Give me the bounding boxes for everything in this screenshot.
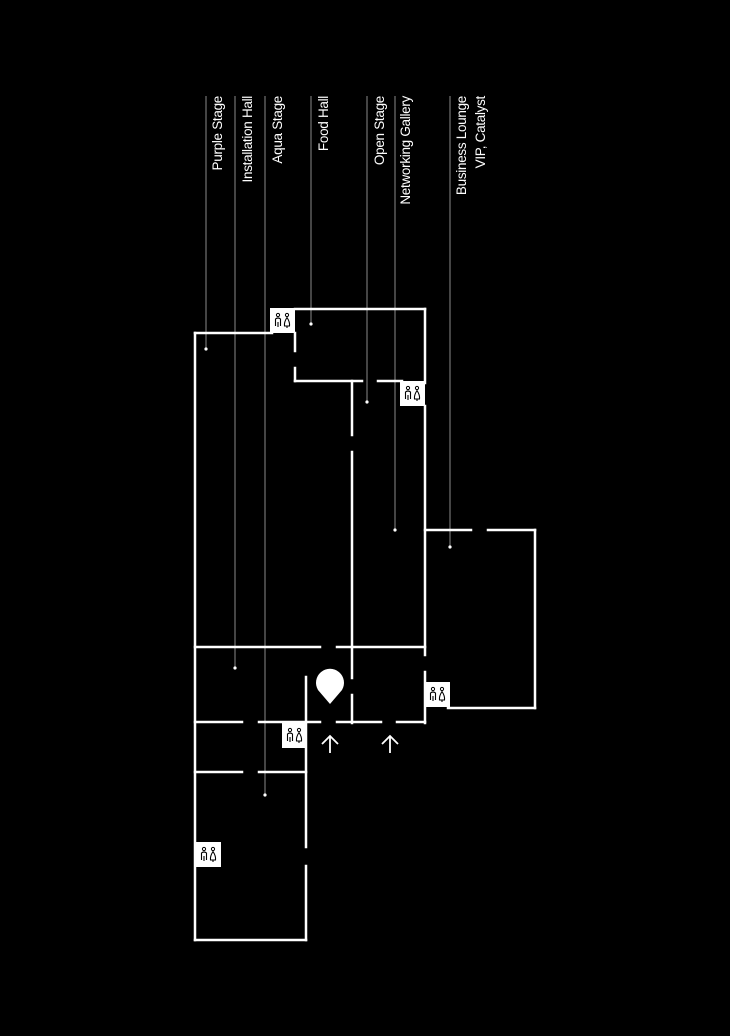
walls [193, 307, 537, 942]
restroom-icon[interactable] [282, 723, 307, 748]
leader-dot-purple-stage [204, 347, 208, 351]
map-icons [196, 308, 450, 867]
label-food-hall[interactable]: Food Hall [316, 96, 331, 151]
leader-dot-open-stage [365, 400, 369, 404]
label-aqua-stage[interactable]: Aqua Stage [270, 96, 285, 164]
leader-dot-networking-gallery [393, 528, 397, 532]
restroom-icon[interactable] [196, 842, 221, 867]
leader-lines [204, 96, 452, 797]
location-pin-icon[interactable] [316, 668, 345, 704]
label-business-lounge[interactable]: Business Lounge [454, 96, 469, 195]
label-installation-hall[interactable]: Installation Hall [240, 96, 255, 183]
entrance-arrow-icon[interactable] [381, 734, 399, 753]
leader-dot-installation-hall [233, 666, 237, 670]
leader-dot-food-hall [309, 322, 313, 326]
label-purple-stage[interactable]: Purple Stage [210, 96, 225, 170]
restroom-icon[interactable] [270, 308, 295, 333]
leader-dot-aqua-stage [263, 793, 267, 797]
restroom-icon[interactable] [425, 682, 450, 707]
label-open-stage[interactable]: Open Stage [372, 96, 387, 165]
entrance-arrow-icon[interactable] [321, 734, 339, 753]
label-vip-catalyst[interactable]: VIP, Catalyst [473, 95, 488, 168]
leader-dot-business-lounge [448, 545, 452, 549]
restroom-icon[interactable] [400, 381, 425, 406]
area-labels: Purple Stage Installation Hall Aqua Stag… [210, 95, 488, 204]
label-networking-gallery[interactable]: Networking Gallery [398, 95, 413, 204]
